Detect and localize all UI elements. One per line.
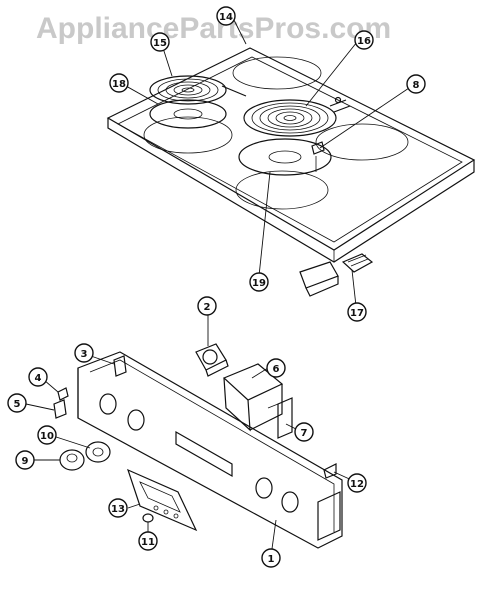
svg-text:19: 19 <box>252 278 266 289</box>
large-surface-element <box>243 96 351 137</box>
callout-3: 3 <box>74 343 94 363</box>
screw-4 <box>57 387 69 401</box>
svg-text:17: 17 <box>350 308 364 319</box>
watermark: AppliancePartsPros.com <box>36 12 391 45</box>
svg-text:3: 3 <box>81 349 88 360</box>
knob-12 <box>323 463 337 479</box>
callout-12: 12 <box>347 473 367 493</box>
svg-text:18: 18 <box>112 79 126 90</box>
callout-10: 10 <box>37 425 57 445</box>
clock-overlay <box>127 468 198 532</box>
svg-text:4: 4 <box>35 373 42 384</box>
callout-4: 4 <box>28 367 48 387</box>
callout-11: 11 <box>138 531 158 551</box>
knob-9 <box>59 449 85 471</box>
callout-1: 1 <box>261 548 281 568</box>
small-surface-element <box>149 75 247 105</box>
callout-5: 5 <box>7 393 27 413</box>
infinite-switch <box>222 363 284 432</box>
svg-text:11: 11 <box>141 537 155 548</box>
callout-7: 7 <box>294 422 314 442</box>
callout-14: 14 <box>216 6 236 26</box>
callout-16: 16 <box>354 30 374 50</box>
svg-text:12: 12 <box>350 479 364 490</box>
callout-2: 2 <box>197 296 217 316</box>
svg-text:14: 14 <box>219 12 233 23</box>
svg-text:16: 16 <box>357 36 371 47</box>
callout-17: 17 <box>347 302 367 322</box>
button-11 <box>142 513 154 523</box>
svg-text:7: 7 <box>301 428 308 439</box>
clip-5 <box>53 399 67 419</box>
small-drip-pan <box>149 99 227 129</box>
callout-8: 8 <box>406 74 426 94</box>
callout-15: 15 <box>150 32 170 52</box>
svg-text:6: 6 <box>273 364 280 375</box>
clock-timer <box>195 343 229 377</box>
callout-18: 18 <box>109 73 129 93</box>
callout-6: 6 <box>266 358 286 378</box>
svg-text:5: 5 <box>14 399 21 410</box>
svg-text:15: 15 <box>153 38 167 49</box>
svg-text:1: 1 <box>268 554 275 565</box>
svg-text:9: 9 <box>22 456 29 467</box>
svg-text:8: 8 <box>413 80 420 91</box>
element-receptacle <box>311 141 325 172</box>
callout-9: 9 <box>15 450 35 470</box>
control-panel <box>77 351 343 549</box>
svg-text:13: 13 <box>111 504 125 515</box>
svg-text:2: 2 <box>204 302 211 313</box>
terminal-block <box>299 253 374 297</box>
switch-bracket <box>267 397 293 439</box>
svg-text:10: 10 <box>40 431 54 442</box>
skirt-10 <box>85 441 111 463</box>
cooktop <box>106 47 476 263</box>
bracket-3 <box>113 355 127 377</box>
callout-19: 19 <box>249 272 269 292</box>
callout-13: 13 <box>108 498 128 518</box>
